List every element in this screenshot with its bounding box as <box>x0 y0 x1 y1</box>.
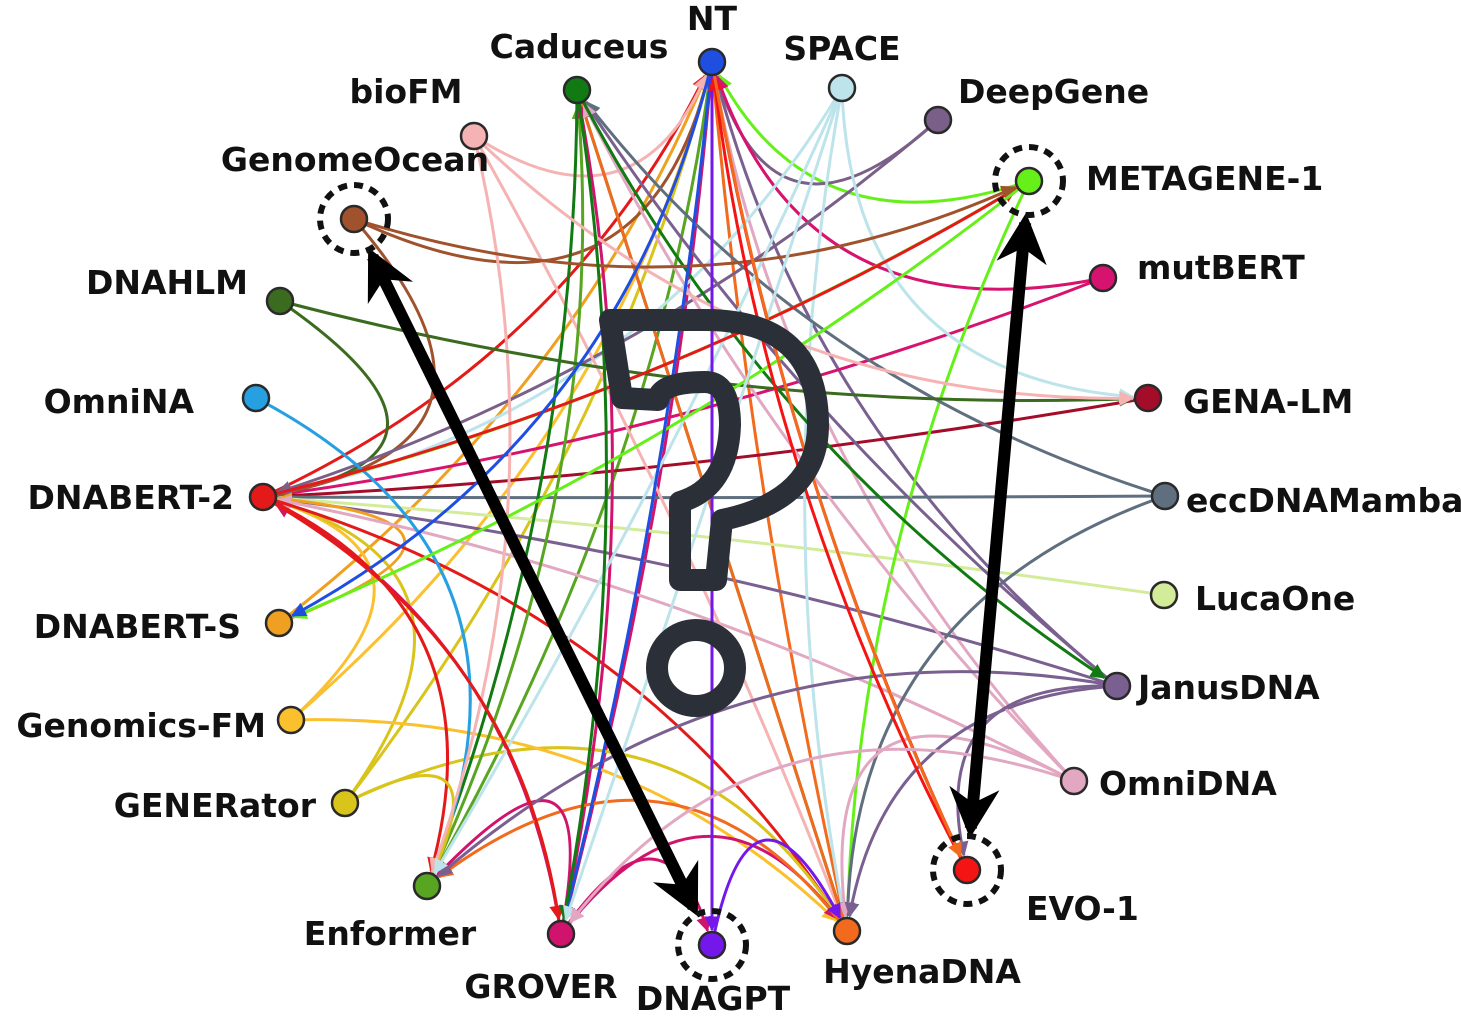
edge-METAGENE-1-to-NT <box>717 73 1030 204</box>
node-dot-OmniDNA[interactable] <box>1059 766 1089 796</box>
node-dot-SPACE[interactable] <box>827 73 857 103</box>
node-label-DeepGene: DeepGene <box>958 72 1149 111</box>
node-dot-Enformer[interactable] <box>412 871 442 901</box>
node-label-NT: NT <box>687 0 738 38</box>
edge-Caduceus-to-GROVER <box>558 89 608 921</box>
node-LucaOne[interactable]: LucaOne <box>1149 579 1355 618</box>
edge-eccDNAMamba-to-HyenaDNA <box>840 494 1166 918</box>
node-dot-DNABERT-2[interactable] <box>248 482 278 512</box>
node-dot-eccDNAMamba[interactable] <box>1150 481 1180 511</box>
highlight-ring-DNAGPT <box>675 908 749 982</box>
edge-GenomeOcean-to-DNABERT-2 <box>276 218 436 499</box>
edge-SPACE-to-GENA-LM <box>840 87 1135 404</box>
edge-eccDNAMamba-to-Caduceus <box>585 100 1166 498</box>
node-dot-EVO-1[interactable] <box>952 855 982 885</box>
edge-bioFM-to-NT <box>473 74 708 178</box>
node-label-HyenaDNA: HyenaDNA <box>823 952 1021 991</box>
node-label-OmniDNA: OmniDNA <box>1099 764 1277 803</box>
edge-METAGENE-1-to-DNABERT-2 <box>276 179 1030 498</box>
node-dot-Caduceus[interactable] <box>562 75 592 105</box>
edge-JanusDNA-to-NT <box>711 75 1118 688</box>
node-NT[interactable]: NT <box>687 0 738 77</box>
node-label-DNABERT-S: DNABERT-S <box>34 607 241 646</box>
node-label-GENA-LM: GENA-LM <box>1183 382 1353 421</box>
node-SPACE[interactable]: SPACE <box>783 29 901 103</box>
node-dot-GROVER[interactable] <box>546 919 576 949</box>
node-dot-METAGENE-1[interactable] <box>1014 166 1044 196</box>
node-dot-Genomics-FM[interactable] <box>276 705 306 735</box>
edge-eccDNAMamba-to-DNABERT-2 <box>276 489 1166 505</box>
node-dot-bioFM[interactable] <box>459 121 489 151</box>
node-GENA-LM[interactable]: GENA-LM <box>1133 382 1353 421</box>
node-label-METAGENE-1: METAGENE-1 <box>1086 159 1323 198</box>
highlight-arrow-METAGENE-1-EVO-1 <box>949 212 1047 839</box>
node-dot-DNAHLM[interactable] <box>265 286 295 316</box>
node-mutBERT[interactable]: mutBERT <box>1088 248 1305 293</box>
node-dot-GENA-LM[interactable] <box>1133 383 1163 413</box>
node-OmniDNA[interactable]: OmniDNA <box>1059 764 1277 803</box>
node-dot-OmniNA[interactable] <box>241 383 271 413</box>
node-METAGENE-1[interactable]: METAGENE-1 <box>992 144 1323 218</box>
node-Enformer[interactable]: Enformer <box>304 871 477 953</box>
node-DNABERT-S[interactable]: DNABERT-S <box>34 607 294 646</box>
node-OmniNA[interactable]: OmniNA <box>44 382 271 421</box>
node-dot-DNAGPT[interactable] <box>697 930 727 960</box>
node-eccDNAMamba[interactable]: eccDNAMamba <box>1150 481 1461 520</box>
edge-SPACE-to-HyenaDNA <box>803 87 850 918</box>
node-Genomics-FM[interactable]: Genomics-FM <box>16 705 306 745</box>
node-label-DNAGPT: DNAGPT <box>636 979 791 1018</box>
edge-DNAGPT-to-HyenaDNA <box>710 838 842 946</box>
node-dot-NT[interactable] <box>697 47 727 77</box>
node-label-DNABERT-2: DNABERT-2 <box>28 478 235 517</box>
node-label-GENERator: GENERator <box>114 786 317 825</box>
node-DNAHLM[interactable]: DNAHLM <box>86 263 295 316</box>
edge-DNABERT-2-to-GROVER <box>262 495 565 921</box>
node-GENERator[interactable]: GENERator <box>114 786 360 825</box>
node-DeepGene[interactable]: DeepGene <box>923 72 1149 135</box>
node-label-Enformer: Enformer <box>304 914 477 953</box>
node-label-GenomeOcean: GenomeOcean <box>221 140 489 179</box>
node-label-EVO-1: EVO-1 <box>1026 889 1139 928</box>
node-dot-LucaOne[interactable] <box>1149 580 1179 610</box>
node-label-bioFM: bioFM <box>350 72 463 111</box>
node-dot-mutBERT[interactable] <box>1088 263 1118 293</box>
node-label-LucaOne: LucaOne <box>1195 579 1355 618</box>
highlight-ring-EVO-1 <box>930 833 1004 907</box>
highlight-arrows <box>367 212 1047 917</box>
node-label-DNAHLM: DNAHLM <box>86 263 248 302</box>
edge-DNABERT-2-to-HyenaDNA <box>262 495 841 920</box>
node-label-JanusDNA: JanusDNA <box>1136 668 1320 707</box>
node-dot-GenomeOcean[interactable] <box>339 204 369 234</box>
node-label-OmniNA: OmniNA <box>44 382 195 421</box>
node-label-eccDNAMamba: eccDNAMamba <box>1186 481 1461 520</box>
node-Caduceus[interactable]: Caduceus <box>490 27 669 105</box>
node-dot-DNABERT-S[interactable] <box>264 608 294 638</box>
highlight-ring-METAGENE-1 <box>992 144 1066 218</box>
node-GenomeOcean[interactable]: GenomeOcean <box>221 140 489 256</box>
node-dot-JanusDNA[interactable] <box>1102 671 1132 701</box>
node-JanusDNA[interactable]: JanusDNA <box>1102 668 1320 707</box>
highlight-arrow-GenomeOcean-DNAGPT <box>367 247 699 917</box>
node-label-mutBERT: mutBERT <box>1137 248 1305 287</box>
node-dot-DeepGene[interactable] <box>923 105 953 135</box>
node-label-Caduceus: Caduceus <box>490 27 669 66</box>
highlight-ring-GenomeOcean <box>317 182 391 256</box>
node-label-SPACE: SPACE <box>783 29 900 68</box>
node-EVO-1[interactable]: EVO-1 <box>930 833 1139 928</box>
node-DNABERT-2[interactable]: DNABERT-2 <box>28 478 278 517</box>
node-dot-GENERator[interactable] <box>330 788 360 818</box>
node-label-Genomics-FM: Genomics-FM <box>16 706 266 745</box>
node-dot-HyenaDNA[interactable] <box>832 916 862 946</box>
node-DNAGPT[interactable]: DNAGPT <box>636 908 791 1018</box>
node-GROVER[interactable]: GROVER <box>464 919 618 1006</box>
node-label-GROVER: GROVER <box>464 967 617 1006</box>
node-HyenaDNA[interactable]: HyenaDNA <box>823 916 1021 991</box>
node-bioFM[interactable]: bioFM <box>350 72 489 151</box>
